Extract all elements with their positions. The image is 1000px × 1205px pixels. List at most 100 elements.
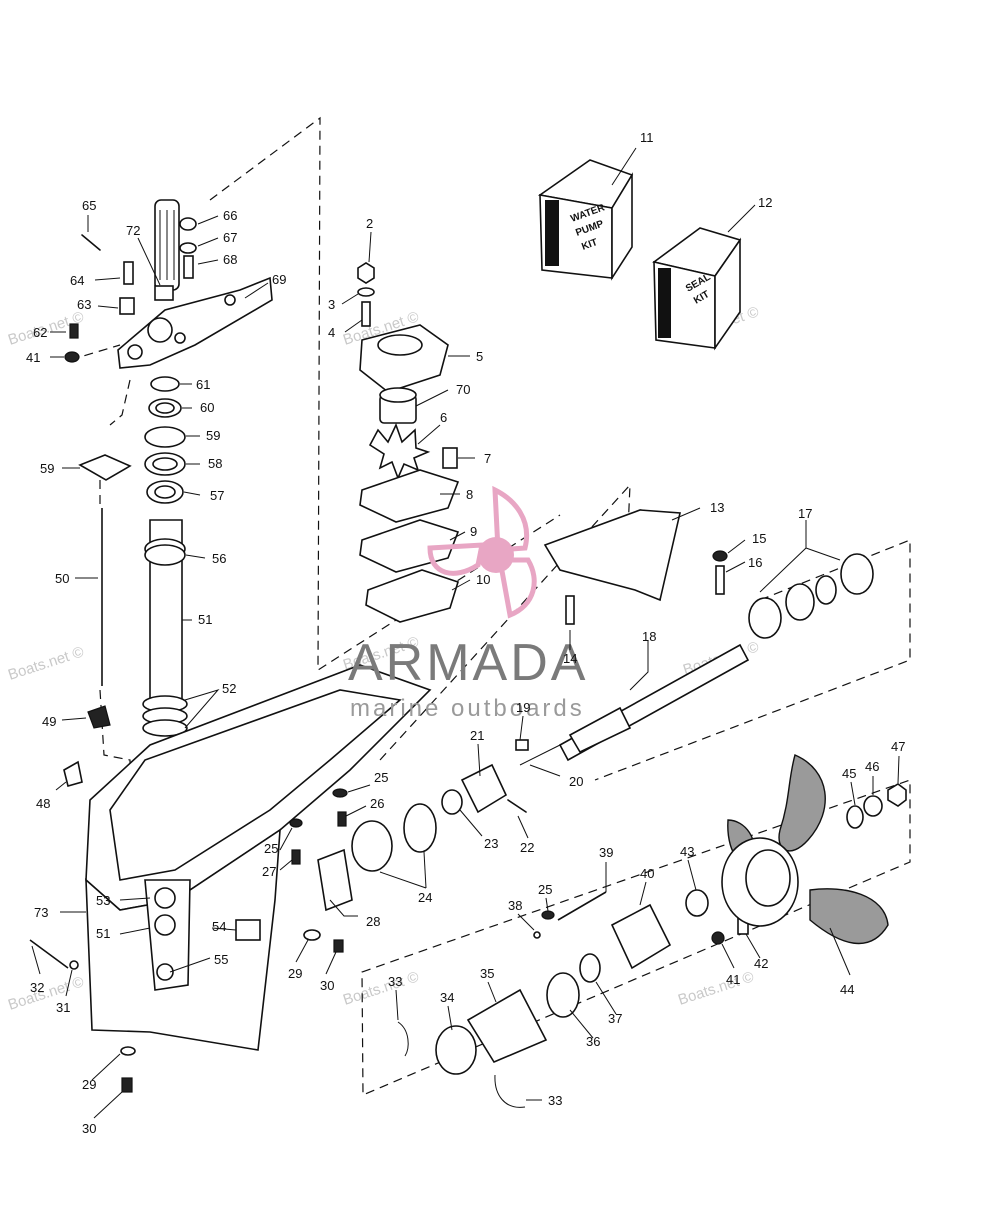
callout-7: 7 — [484, 451, 491, 466]
water-pump-parts — [357, 262, 460, 623]
callout-27: 27 — [262, 864, 276, 879]
callout-16: 16 — [748, 555, 762, 570]
callout-26: 26 — [370, 796, 384, 811]
callout-57: 57 — [210, 488, 224, 503]
callout-3: 3 — [328, 297, 335, 312]
callout-38: 38 — [508, 898, 522, 913]
callout-37: 37 — [608, 1011, 622, 1026]
callout-30: 30 — [320, 978, 334, 993]
callout-20: 20 — [569, 774, 583, 789]
callout-28: 28 — [366, 914, 380, 929]
callout-5: 5 — [476, 349, 483, 364]
callout-19: 19 — [516, 700, 530, 715]
callout-49: 49 — [42, 714, 56, 729]
trim-tab-parts — [543, 509, 728, 625]
callout-18: 18 — [642, 629, 656, 644]
kit-label-line: KIT — [580, 237, 599, 253]
callout-51-b: 51 — [96, 926, 110, 941]
callout-33-b: 33 — [548, 1093, 562, 1108]
callout-40: 40 — [640, 866, 654, 881]
callout-60: 60 — [200, 400, 214, 415]
propeller-hardware — [397, 783, 907, 1108]
callout-65: 65 — [82, 198, 96, 213]
callout-29: 29 — [288, 966, 302, 981]
callout-25: 25 — [374, 770, 388, 785]
callout-41: 41 — [26, 350, 40, 365]
callout-29-b: 29 — [82, 1077, 96, 1092]
callout-67: 67 — [223, 230, 237, 245]
callout-10: 10 — [476, 572, 490, 587]
callout-41-b: 41 — [726, 972, 740, 987]
callout-73: 73 — [34, 905, 48, 920]
callout-2: 2 — [366, 216, 373, 231]
callout-56: 56 — [212, 551, 226, 566]
callout-63: 63 — [77, 297, 91, 312]
water-pump-kit: WATER PUMP KIT — [537, 159, 634, 281]
callout-31: 31 — [56, 1000, 70, 1015]
callout-30-b: 30 — [82, 1121, 96, 1136]
callout-46: 46 — [865, 759, 879, 774]
callout-43: 43 — [680, 844, 694, 859]
callout-64: 64 — [70, 273, 84, 288]
callout-58: 58 — [208, 456, 222, 471]
callout-51: 51 — [198, 612, 212, 627]
driveshaft-parts — [63, 199, 273, 787]
callout-68: 68 — [223, 252, 237, 267]
callout-52: 52 — [222, 681, 236, 696]
callout-59: 59 — [206, 428, 220, 443]
gear-housing — [29, 664, 432, 1093]
seal-kit: SEAL KIT — [652, 227, 742, 351]
watermark-text: Boats.net © — [676, 968, 756, 1008]
propeller-icon — [427, 485, 537, 619]
callout-4: 4 — [328, 325, 335, 340]
propshaft-parts — [317, 553, 874, 912]
propeller — [721, 754, 889, 945]
callout-59-gasket: 59 — [40, 461, 54, 476]
callout-25-b: 25 — [264, 841, 278, 856]
callout-61: 61 — [196, 377, 210, 392]
callout-21: 21 — [470, 728, 484, 743]
brand-name: ARMADA — [348, 634, 588, 692]
callout-15: 15 — [752, 531, 766, 546]
callout-69: 69 — [272, 272, 286, 287]
callout-32: 32 — [30, 980, 44, 995]
callout-17: 17 — [798, 506, 812, 521]
callout-45: 45 — [842, 766, 856, 781]
callout-14: 14 — [563, 651, 577, 666]
callout-39: 39 — [599, 845, 613, 860]
callout-62: 62 — [33, 325, 47, 340]
callout-13: 13 — [710, 500, 724, 515]
callout-35: 35 — [480, 966, 494, 981]
callout-66: 66 — [223, 208, 237, 223]
callout-9: 9 — [470, 524, 477, 539]
callout-11: 11 — [640, 130, 654, 145]
callout-24: 24 — [418, 890, 432, 905]
callout-72: 72 — [126, 223, 140, 238]
callout-70: 70 — [456, 382, 470, 397]
callout-34: 34 — [440, 990, 454, 1005]
brand-tagline: marine outboards — [350, 695, 585, 722]
watermark-text: Boats.net © — [341, 968, 421, 1008]
callout-42: 42 — [754, 956, 768, 971]
callout-36: 36 — [586, 1034, 600, 1049]
callout-22: 22 — [520, 840, 534, 855]
callout-50: 50 — [55, 571, 69, 586]
callout-8: 8 — [466, 487, 473, 502]
armada-logo: ARMADA marine outboards — [348, 485, 588, 722]
watermark-text: Boats.net © — [6, 973, 86, 1013]
callout-54: 54 — [212, 919, 226, 934]
callout-23: 23 — [484, 836, 498, 851]
watermark-text: Boats.net © — [6, 643, 86, 683]
callout-53: 53 — [96, 893, 110, 908]
callout-44: 44 — [840, 982, 854, 997]
callout-55: 55 — [214, 952, 228, 967]
callout-47: 47 — [891, 739, 905, 754]
callout-25-c: 25 — [538, 882, 552, 897]
callout-6: 6 — [440, 410, 447, 425]
callout-33: 33 — [388, 974, 402, 989]
callout-48: 48 — [36, 796, 50, 811]
leader-lines — [31, 147, 900, 1119]
callouts: 65 72 66 67 68 69 64 63 62 41 61 60 59 5… — [26, 130, 905, 1136]
callout-12: 12 — [758, 195, 772, 210]
